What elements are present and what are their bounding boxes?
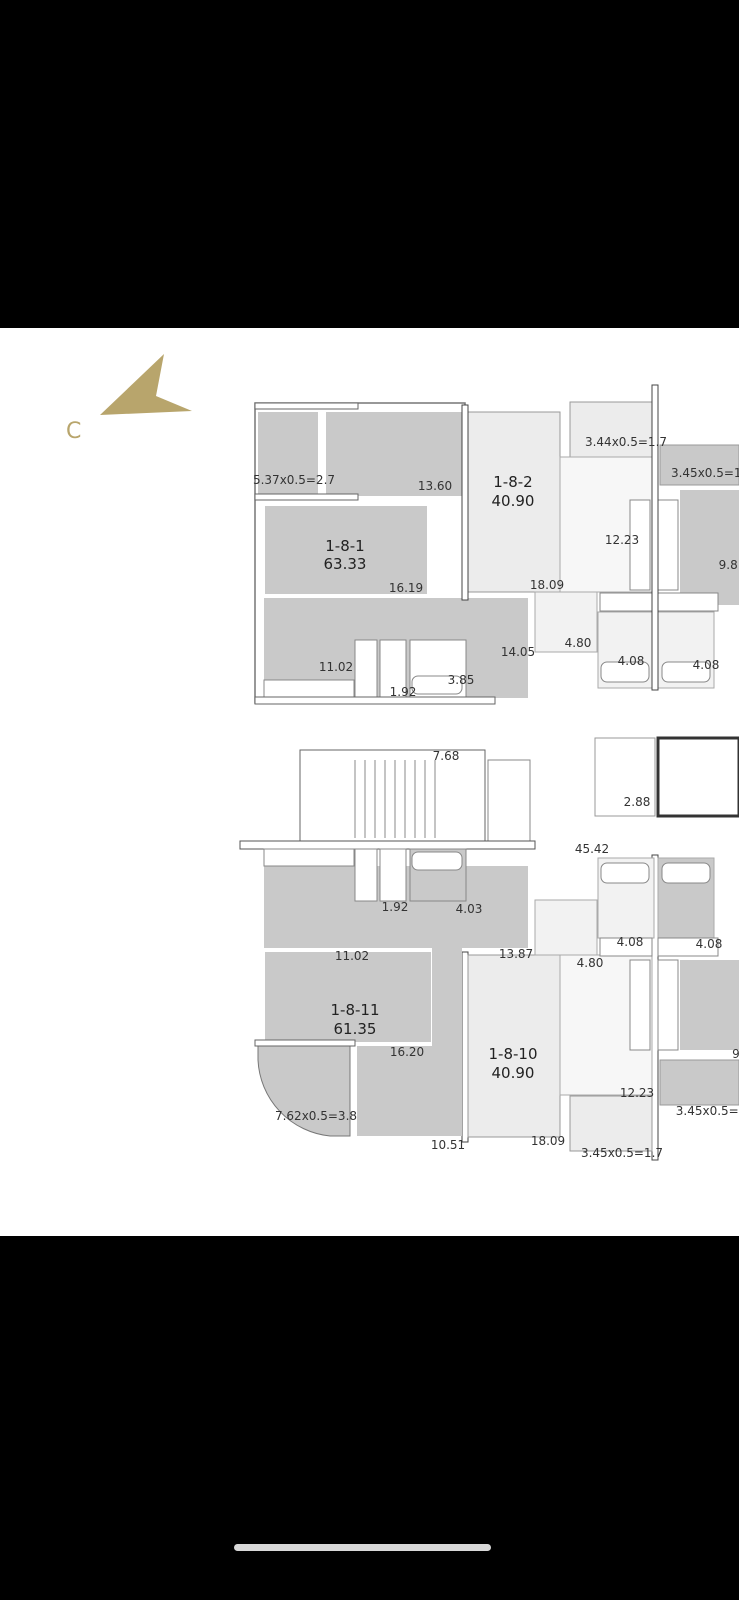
room	[357, 1046, 462, 1136]
balcony	[659, 1059, 739, 1106]
room-area: 4.08	[696, 937, 723, 951]
apartment-1-8-11[interactable]	[254, 848, 528, 1137]
bathtub-icon	[600, 661, 650, 683]
kitchen-counter	[263, 848, 355, 867]
apartment-area: 40.90	[492, 1064, 535, 1082]
kitchen-counter	[263, 679, 355, 699]
apartment-1-8-10[interactable]	[467, 857, 655, 1152]
room-area: 16.19	[389, 581, 423, 595]
room-area: 4.08	[618, 654, 645, 668]
balcony	[569, 1095, 653, 1152]
common-area	[239, 736, 739, 850]
staircase	[299, 749, 486, 846]
room-area: 18.09	[530, 578, 564, 592]
room-area: 1.92	[390, 685, 417, 699]
apartment-area: 61.35	[334, 1020, 377, 1038]
room-area: 45.42	[575, 842, 609, 856]
bathtub-icon	[661, 661, 711, 683]
hall	[534, 591, 598, 653]
room-area: 1.92	[382, 900, 409, 914]
room-area: 3.44x0.5=1.7	[585, 435, 667, 449]
balcony	[258, 412, 318, 496]
room-area: 5.37x0.5=2.7	[253, 473, 335, 487]
shelves	[599, 592, 653, 612]
apartment-number: 1-8-2	[493, 473, 532, 491]
room-area: 4.08	[617, 935, 644, 949]
bathtub-icon	[411, 675, 463, 695]
wc	[379, 848, 407, 902]
room-area: 4.08	[693, 658, 720, 672]
room-area: 7.68	[433, 749, 460, 763]
apartment-area: 40.90	[492, 492, 535, 510]
room-area: 10.51	[431, 1138, 465, 1152]
apartment-1-8-1[interactable]	[254, 402, 528, 705]
room	[326, 412, 462, 496]
room-area: 3.45x0.5=1.	[676, 1104, 739, 1118]
room-area: 11.02	[319, 660, 353, 674]
balcony	[569, 401, 653, 458]
apartment-number: 1-8-11	[331, 1001, 380, 1019]
apartment-area: 63.33	[324, 555, 367, 573]
room-area: 12.23	[605, 533, 639, 547]
room-area: 18.09	[531, 1134, 565, 1148]
bottom-area	[0, 1236, 739, 1600]
shaft	[487, 759, 531, 846]
room-area: 9.81	[719, 558, 739, 572]
status-bar-area	[0, 0, 739, 328]
balcony	[257, 1045, 351, 1137]
apartment-right-bottom[interactable]	[657, 857, 739, 1106]
storage-room	[594, 737, 656, 817]
room-area: 4.80	[577, 956, 604, 970]
elevator	[656, 736, 739, 818]
north-arrow-icon	[100, 354, 192, 415]
room-area: 4.03	[456, 902, 483, 916]
room-area: 11.02	[335, 949, 369, 963]
room-area: 7.62x0.5=3.8	[275, 1109, 357, 1123]
room	[467, 411, 561, 593]
room-area: 16.20	[390, 1045, 424, 1059]
labels: 1-8-1 63.33 1-8-2 40.90 1-8-11 61.35 1-8…	[253, 435, 739, 1160]
apartment-1-8-2[interactable]	[467, 401, 655, 689]
home-indicator[interactable]	[234, 1544, 491, 1551]
bathtub-icon	[661, 862, 711, 884]
hall	[534, 899, 598, 956]
bathtub-icon	[411, 851, 463, 871]
room-area: 13.87	[499, 947, 533, 961]
room-area: 12.23	[620, 1086, 654, 1100]
room	[467, 954, 561, 1138]
kitchen-counter	[657, 499, 679, 591]
balcony	[659, 444, 739, 486]
kitchen-counter	[657, 959, 679, 1051]
room-area: 3.45x0.5=1.7	[581, 1146, 663, 1160]
floor-plan: С	[66, 354, 739, 1161]
apartment-number: 1-8-1	[325, 537, 364, 555]
room	[263, 504, 429, 596]
room-area: 9	[732, 1047, 739, 1061]
room	[263, 950, 433, 1044]
room-area: 3.85	[448, 673, 475, 687]
room	[680, 490, 739, 605]
room-area: 4.80	[565, 636, 592, 650]
room-area: 14.05	[501, 645, 535, 659]
room-area: 13.60	[418, 479, 452, 493]
apartment-right-top[interactable]	[657, 444, 739, 689]
room-area: 3.45x0.5=1.7	[671, 466, 739, 480]
compass: С	[66, 354, 192, 444]
kitchen-counter	[629, 959, 651, 1051]
kitchen-counter	[629, 499, 651, 591]
room-area: 2.88	[624, 795, 651, 809]
bathtub-icon	[600, 862, 650, 884]
shelf	[354, 639, 378, 699]
compass-label: С	[66, 419, 81, 444]
apartment-number: 1-8-10	[489, 1045, 538, 1063]
floor-plan-canvas: С	[0, 328, 739, 1236]
